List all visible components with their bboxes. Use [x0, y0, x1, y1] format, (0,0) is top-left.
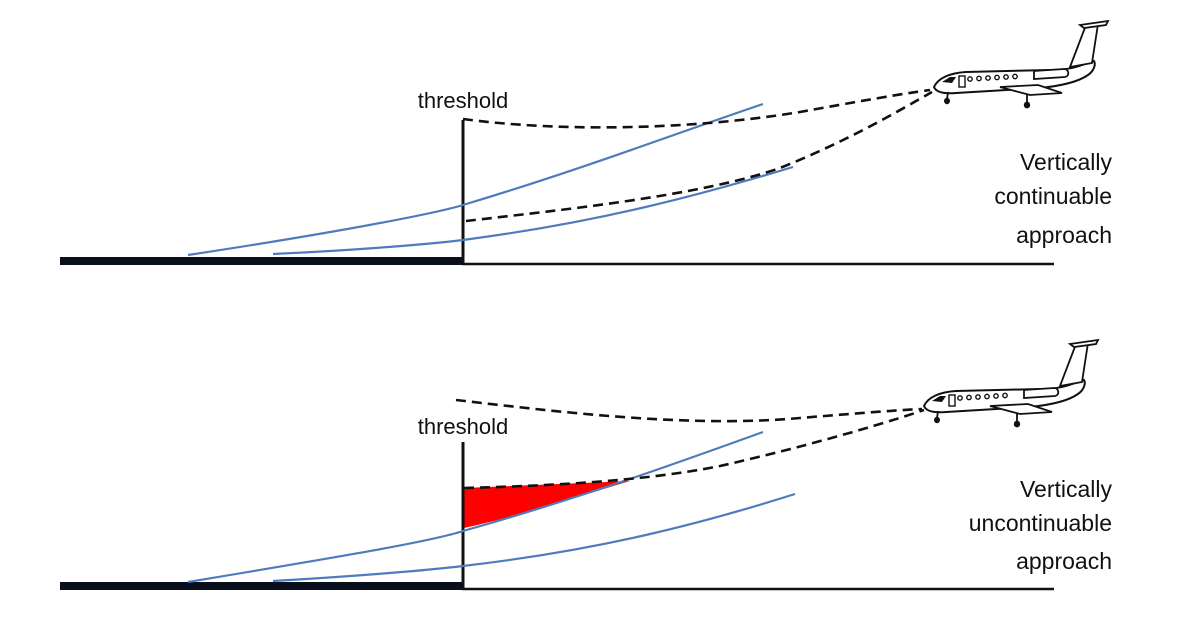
- approach-caption-line-1: Vertically: [1020, 149, 1113, 175]
- glidepath-lower-curve: [272, 492, 796, 583]
- threshold-label: threshold: [418, 414, 509, 439]
- glidepath-upper-curve: [187, 430, 764, 584]
- approach-caption-line-3: approach: [1016, 548, 1112, 574]
- glidepath-lower-curve: [272, 165, 794, 256]
- approach-caption-line-2: uncontinuable: [969, 510, 1112, 536]
- panel-top: threshold Vertically continuable approac…: [60, 20, 1113, 266]
- business-jet-icon: [933, 20, 1109, 110]
- approach-caption-line-1: Vertically: [1020, 476, 1113, 502]
- glidepath-upper-curve: [187, 102, 764, 257]
- panel-bottom: threshold Vertically uncontinuable appro…: [60, 339, 1113, 591]
- approach-caption-line-3: approach: [1016, 222, 1112, 248]
- flight-path-upper: [455, 398, 923, 423]
- flight-path-lower: [463, 408, 925, 490]
- flight-path-lower: [465, 90, 933, 223]
- business-jet-icon: [923, 339, 1099, 429]
- approach-caption-line-2: continuable: [994, 183, 1112, 209]
- flight-path-upper: [462, 88, 931, 129]
- threshold-label: threshold: [418, 88, 509, 113]
